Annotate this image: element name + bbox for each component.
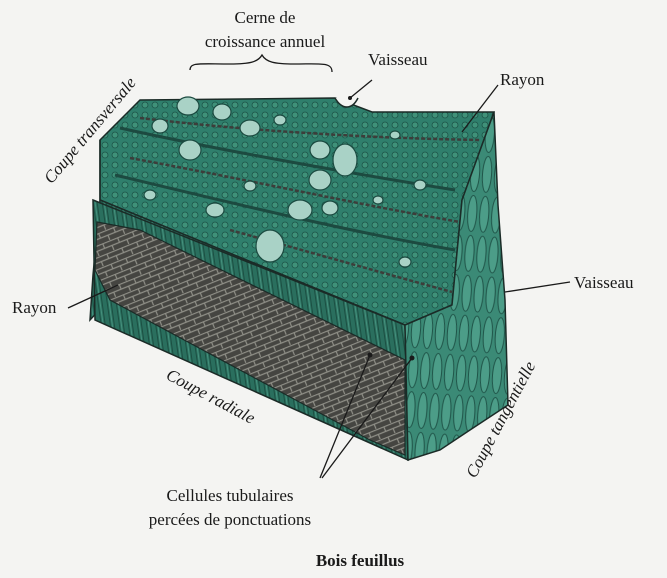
annual-ring-brace <box>190 55 332 72</box>
annual-ring-label-line1: Cerne de <box>205 8 325 28</box>
vessel-top-leader <box>350 80 372 98</box>
ray-top-label: Rayon <box>500 70 544 90</box>
figure-caption: Bois feuillus <box>300 551 420 571</box>
vessel-right-leader <box>505 282 570 292</box>
tubular-cells-label-line2: percées de ponctuations <box>110 510 350 530</box>
tubular-cells-label-line1: Cellules tubulaires <box>110 486 350 506</box>
annual-ring-label-line2: croissance annuel <box>180 32 350 52</box>
ray-left-label: Rayon <box>12 298 56 318</box>
vessel-right-label: Vaisseau <box>574 273 633 293</box>
vessel-top-label: Vaisseau <box>368 50 427 70</box>
